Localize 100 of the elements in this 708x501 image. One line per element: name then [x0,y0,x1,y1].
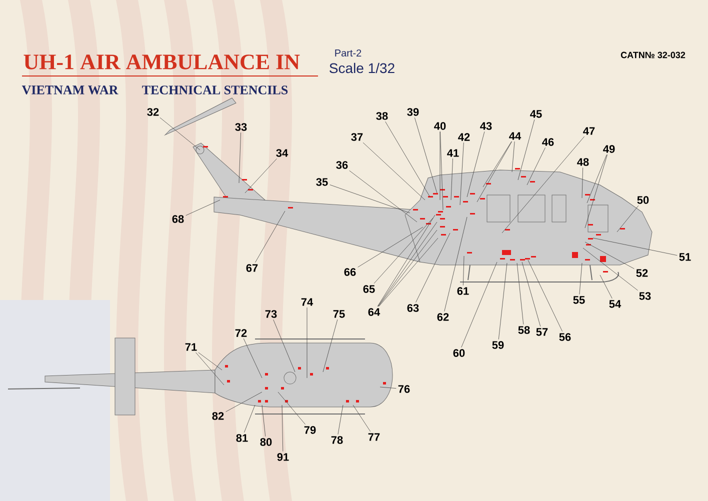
callout-number: 34 [276,149,288,157]
leader-line [278,392,306,425]
leader-line [322,319,338,372]
callout-number: 53 [639,292,651,300]
callout-number: 66 [344,268,356,276]
leader-line [518,119,535,180]
leader-line [584,242,634,269]
part-label: Part-2 [335,49,362,57]
leader-line [502,136,585,234]
callout-number: 81 [236,434,248,442]
callout-number: 78 [331,436,343,444]
callout-number: 52 [636,269,648,277]
leader-line [414,117,438,194]
leader-line [528,260,563,332]
leader-line [385,121,430,198]
callout-number: 37 [351,133,363,141]
callout-number: 45 [530,110,542,118]
leader-line [592,238,678,256]
callout-number: 55 [573,296,585,304]
callout-number: 74 [301,298,314,306]
callout-number: 36 [336,161,348,169]
leader-line [462,256,464,286]
callout-number: 64 [368,308,380,316]
callout-number: 48 [577,158,589,166]
callout-number: 91 [277,453,289,461]
callout-number: 62 [437,313,449,321]
callout-number: 42 [458,133,470,141]
leader-line [516,262,524,325]
leader-line [450,158,453,200]
leader-line [582,167,584,198]
callout-number: 73 [265,310,277,318]
leader-line [460,142,464,206]
leader-line [226,392,262,412]
callout-number: 39 [407,108,419,116]
leader-line [160,117,200,150]
leader-line [243,338,262,378]
leader-line [349,170,418,222]
leader-line [482,141,512,188]
callout-number: 75 [333,310,345,318]
callout-number: 71 [185,343,197,351]
subtitle: TECHNICAL STENCILS [142,86,288,94]
leader-line [374,218,434,284]
callout-number: 82 [212,412,224,420]
callout-number: 67 [246,264,258,272]
leader-line [584,154,608,228]
callout-number: 41 [447,149,459,157]
catalog-number: CATN№ 32-032 [620,52,686,58]
leader-line [582,248,638,291]
leader-line [416,232,450,303]
callout-number: 79 [304,426,316,434]
leader-line [338,404,344,435]
callout-number: 72 [235,329,247,337]
leader-line [273,319,296,372]
callout-number: 58 [518,326,530,334]
leader-line [358,226,424,268]
callout-number: 50 [637,196,649,204]
callout-number: 44 [509,132,522,140]
leader-line [238,132,241,184]
callout-number: 51 [679,253,691,261]
leader-line [380,386,396,389]
callout-number: 65 [363,285,375,293]
leader-line [498,262,508,340]
leader-line [306,307,308,378]
leader-line [579,262,582,295]
leader-line [476,141,512,202]
callout-number: 80 [260,438,272,446]
leader-line [444,216,468,312]
leader-line [522,262,541,327]
callout-number: 57 [536,328,548,336]
callout-number: 47 [583,127,595,135]
leader-line [461,262,498,348]
callout-number: 54 [609,300,622,308]
leader-line [244,404,256,433]
callout-number: 60 [453,349,465,357]
callout-number: 56 [559,333,571,341]
leader-line [330,184,410,214]
callout-number: 76 [398,385,410,393]
leader-line [196,352,224,386]
callout-number: 61 [457,287,469,295]
leader-line [362,142,426,200]
callout-number: 33 [235,123,247,131]
callout-number: 40 [434,122,446,130]
callout-number: 49 [603,145,615,153]
leader-line [512,141,515,172]
leader-line [255,210,286,263]
callout-number: 35 [316,178,328,186]
callout-number: 63 [407,304,419,312]
title: UH-1 AIR AMBULANCE IN [24,54,300,70]
leader-line [262,404,266,437]
callout-number: 59 [492,341,504,349]
leader-line [600,274,612,299]
leader-line [186,200,220,216]
scale-label: Scale 1/32 [330,62,394,74]
leader-line [282,404,284,452]
callout-number: 38 [376,112,388,120]
callout-number: 32 [147,108,159,116]
leader-line [352,404,371,432]
leader-line [244,158,278,194]
leader-line [466,131,485,198]
leader-line [440,131,444,210]
